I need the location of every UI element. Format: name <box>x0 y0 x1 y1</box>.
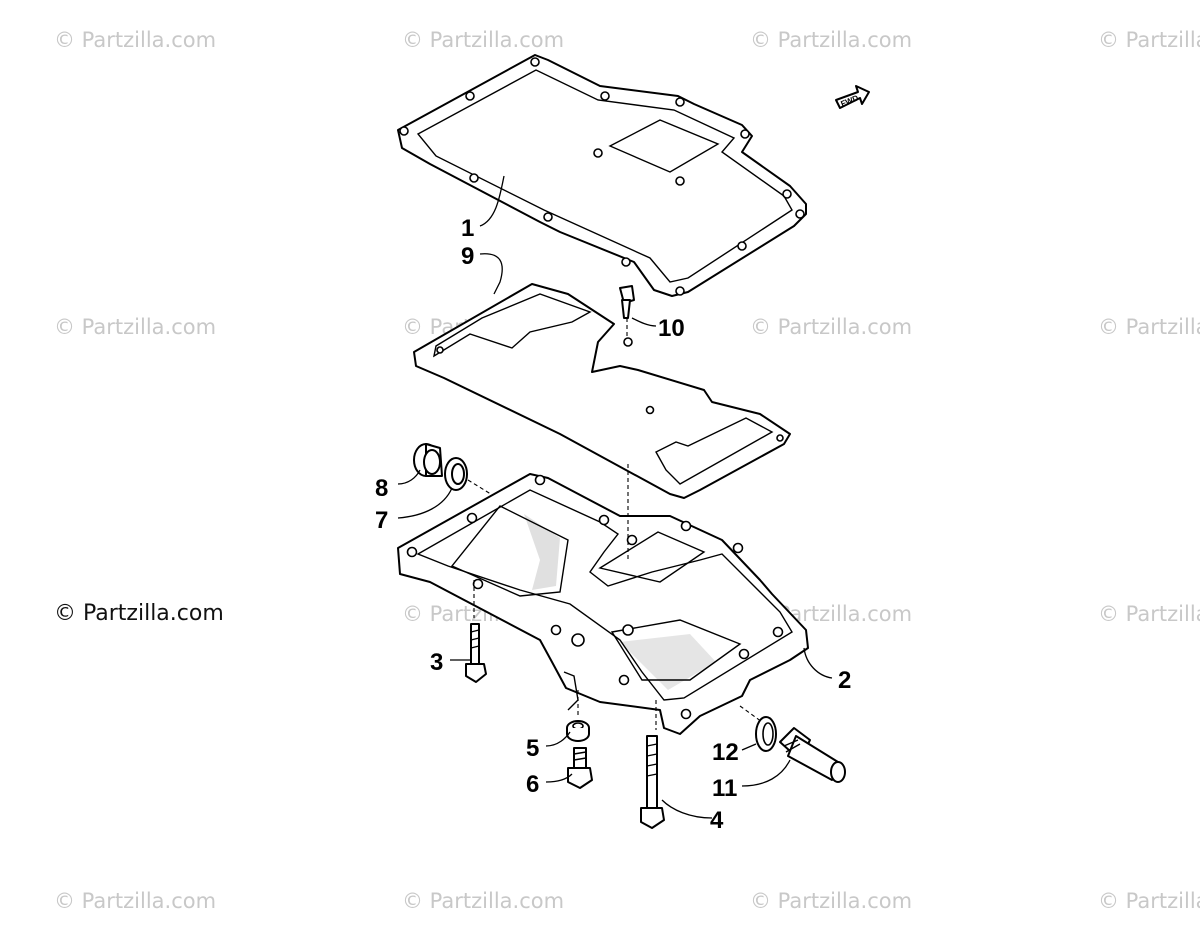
watermark-r2-c1: © Partzilla.com <box>54 315 217 339</box>
callout-2: 2 <box>838 667 851 694</box>
watermark-r3-c4: © Partzilla.com <box>1098 602 1200 626</box>
screw-10 <box>619 285 635 338</box>
bolt-3 <box>465 623 487 683</box>
callout-4: 4 <box>710 807 724 834</box>
callout-leaders <box>397 175 833 819</box>
callout-1: 1 <box>461 215 474 242</box>
callout-12: 12 <box>712 739 739 766</box>
align-line-12 <box>739 705 763 723</box>
callout-10: 10 <box>658 315 685 342</box>
watermark-r1-c3: © Partzilla.com <box>750 28 913 52</box>
plug-8 <box>413 443 443 477</box>
callout-6: 6 <box>526 771 539 798</box>
watermark-r2-c4: © Partzilla.com <box>1098 315 1200 339</box>
callout-9: 9 <box>461 243 474 270</box>
fwd-badge-text: FWD <box>839 93 859 108</box>
watermark-strong: © Partzilla.com <box>54 601 224 626</box>
oil-pan <box>397 473 809 735</box>
callout-8: 8 <box>375 475 388 502</box>
watermark-r4-c1: © Partzilla.com <box>54 889 217 913</box>
callout-7: 7 <box>375 507 388 534</box>
washer-7 <box>444 457 495 497</box>
fitting-11 <box>779 727 846 783</box>
watermark-r2-c3: © Partzilla.com <box>750 315 913 339</box>
drain-bolt-6 <box>567 747 593 789</box>
top-gasket <box>397 54 807 297</box>
watermark-r4-c3: © Partzilla.com <box>750 889 913 913</box>
drain-washer-5 <box>566 720 590 742</box>
watermark-r4-c4: © Partzilla.com <box>1098 889 1200 913</box>
bolt-4 <box>640 735 665 829</box>
watermark-r4-c2: © Partzilla.com <box>402 889 565 913</box>
callout-3: 3 <box>430 649 443 676</box>
callout-5: 5 <box>526 735 539 762</box>
baffle-plate <box>413 283 791 499</box>
callout-11: 11 <box>712 775 737 802</box>
watermark-r1-c4: © Partzilla.com <box>1098 28 1200 52</box>
o-ring-12 <box>755 716 777 752</box>
fwd-arrow-icon: FWD <box>835 85 870 109</box>
watermark-r1-c2: © Partzilla.com <box>402 28 565 52</box>
watermark-r1-c1: © Partzilla.com <box>54 28 217 52</box>
